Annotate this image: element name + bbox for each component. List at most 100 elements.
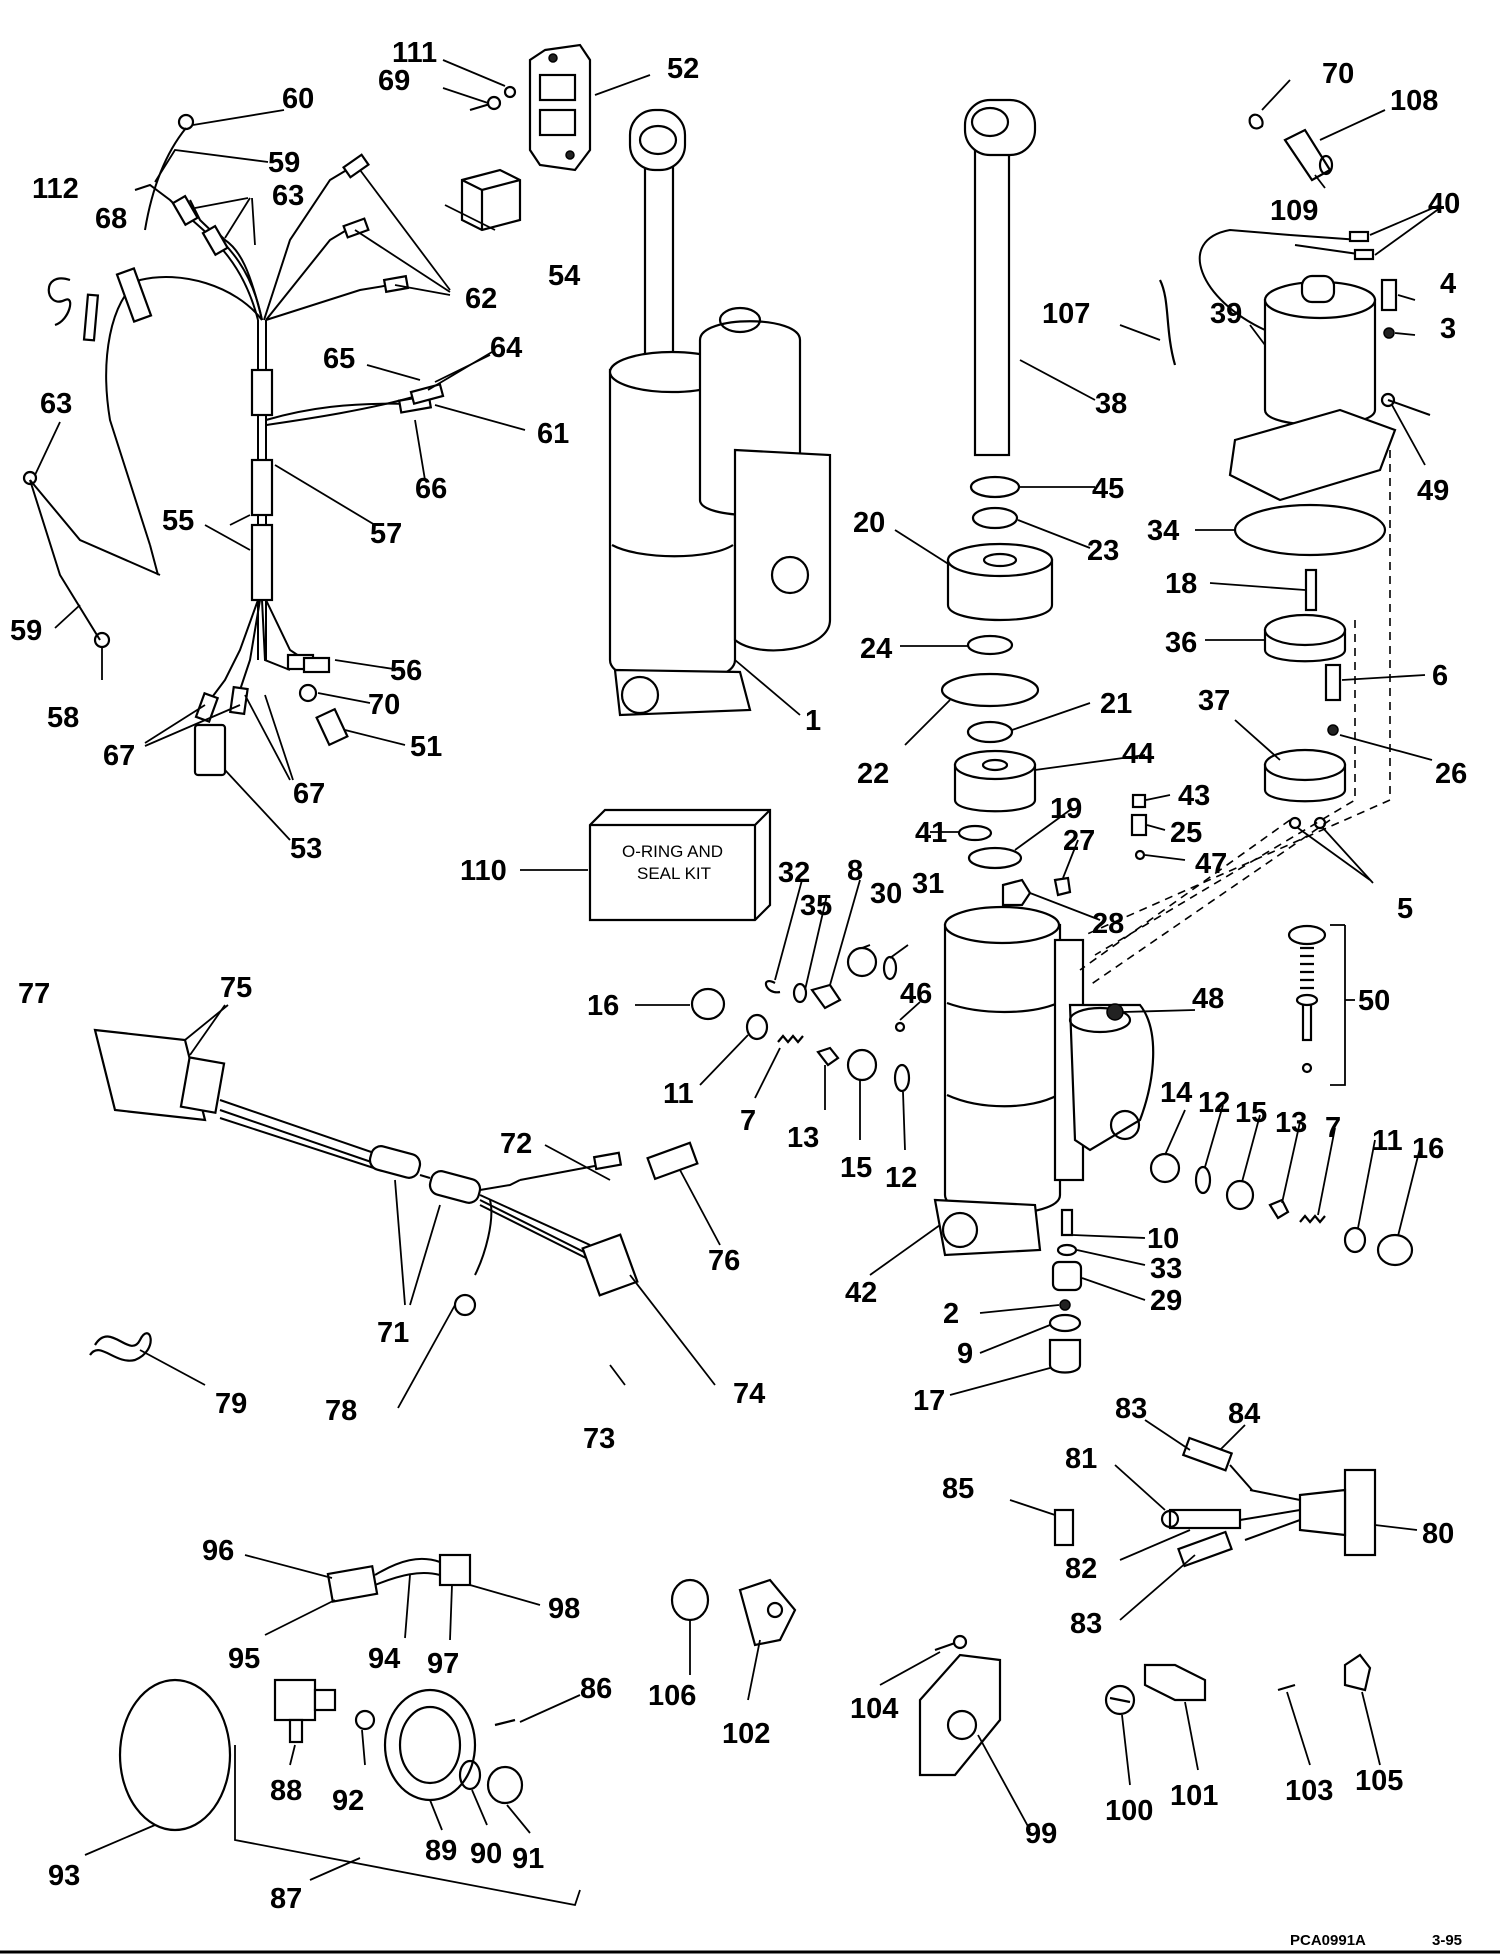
seat-part-15a: [846, 1048, 878, 1082]
screw-part-6: [1324, 663, 1342, 702]
filter-part-43: [1131, 793, 1147, 809]
callout-15: 15: [840, 1152, 872, 1184]
callout-39: 39: [1210, 298, 1242, 330]
callout-103: 103: [1285, 1775, 1333, 1807]
clip-part-79: [89, 1332, 152, 1362]
valve-part-25: [1130, 813, 1148, 837]
anode-part-99: [918, 1653, 1002, 1777]
callout-71: 71: [377, 1317, 409, 1349]
seal-kit-label-line2: SEAL KIT: [637, 864, 711, 883]
plug-part-16b: [1376, 1233, 1414, 1267]
callout-30: 30: [870, 878, 902, 910]
callout-70: 70: [368, 689, 400, 721]
callout-67: 67: [293, 778, 325, 810]
seal-part-45: [969, 475, 1021, 499]
valve-part-48: [1106, 1003, 1124, 1021]
ball-part-47: [1134, 849, 1146, 861]
callout-54: 54: [548, 260, 580, 292]
switch-harness-part-94: [326, 1553, 472, 1603]
fuse-part-68: [82, 293, 100, 342]
callout-102: 102: [722, 1718, 770, 1750]
callout-44: 44: [1122, 738, 1154, 770]
valve-part-10: [1060, 1208, 1074, 1237]
cap-part-70-top: [1248, 113, 1264, 130]
screw-part-86: [494, 1718, 516, 1727]
callout-7: 7: [740, 1105, 756, 1137]
callout-2: 2: [943, 1298, 959, 1330]
valve-part-13b: [1268, 1198, 1290, 1220]
callout-81: 81: [1065, 1443, 1097, 1475]
callout-4: 4: [1440, 268, 1456, 300]
connector-part-51: [315, 707, 349, 747]
o-ring-part-12a: [893, 1063, 911, 1093]
o-ring-part-11b: [1343, 1226, 1367, 1254]
seal-kit-label-line1: O-RING AND: [622, 842, 723, 861]
callout-76: 76: [708, 1245, 740, 1277]
spring-part-7b: [1299, 1214, 1326, 1224]
callout-46: 46: [900, 978, 932, 1010]
callout-36: 36: [1165, 627, 1197, 659]
callout-58: 58: [47, 702, 79, 734]
cover-part-93: [118, 1678, 232, 1832]
power-trim-tilt-assembly-part-1: [608, 108, 832, 717]
callout-66: 66: [415, 473, 447, 505]
terminal-part-82: [1160, 1508, 1242, 1530]
plug-part-30: [846, 946, 878, 978]
callout-73: 73: [583, 1423, 615, 1455]
washer-part-26: [1327, 724, 1339, 736]
callout-105: 105: [1355, 1765, 1403, 1797]
bracket-part-101: [1143, 1663, 1207, 1702]
callout-45: 45: [1092, 473, 1124, 505]
callout-50: 50: [1358, 985, 1390, 1017]
fitting-part-8: [810, 983, 842, 1010]
terminal-part-83b: [1177, 1530, 1233, 1568]
callout-22: 22: [857, 758, 889, 790]
callout-5: 5: [1397, 893, 1413, 925]
pin-part-18: [1304, 568, 1318, 612]
callout-55: 55: [162, 505, 194, 537]
callout-62: 62: [465, 283, 497, 315]
seal-part-21: [966, 720, 1014, 744]
callout-92: 92: [332, 1785, 364, 1817]
o-ring-part-5a: [1288, 816, 1302, 830]
callout-43: 43: [1178, 780, 1210, 812]
o-ring-part-109: [1318, 154, 1334, 176]
callout-79: 79: [215, 1388, 247, 1420]
seal-kit-box-part-110: [588, 808, 772, 922]
washer-part-111: [503, 85, 517, 99]
callout-59: 59: [268, 147, 300, 179]
callout-37: 37: [1198, 685, 1230, 717]
callout-94: 94: [368, 1643, 400, 1675]
pump-part-36: [1263, 613, 1347, 663]
callout-67: 67: [103, 740, 135, 772]
callout-18: 18: [1165, 568, 1197, 600]
callout-26: 26: [1435, 758, 1467, 790]
screw-part-103: [1277, 1683, 1296, 1692]
ring-terminal-part-78: [453, 1293, 477, 1317]
nut-part-28: [1001, 878, 1032, 907]
screw-part-100: [1104, 1684, 1136, 1716]
callout-97: 97: [427, 1648, 459, 1680]
callout-32: 32: [778, 857, 810, 889]
callout-70: 70: [1322, 58, 1354, 90]
callout-3: 3: [1440, 313, 1456, 345]
connector-part-76: [646, 1141, 699, 1181]
callout-65: 65: [323, 343, 355, 375]
callout-110: 110: [460, 855, 507, 887]
o-ring-part-11a: [745, 1013, 769, 1041]
callout-16: 16: [1412, 1133, 1444, 1165]
callout-38: 38: [1095, 388, 1127, 420]
callout-21: 21: [1100, 688, 1132, 720]
callout-29: 29: [1150, 1285, 1182, 1317]
nut-part-92: [354, 1709, 376, 1731]
terminal-part-49: [1380, 392, 1396, 408]
callout-78: 78: [325, 1395, 357, 1427]
callout-20: 20: [853, 507, 885, 539]
callout-14: 14: [1160, 1077, 1192, 1109]
plug-part-17: [1048, 1338, 1082, 1374]
callout-68: 68: [95, 203, 127, 235]
nut-part-90: [458, 1759, 482, 1791]
callout-100: 100: [1105, 1795, 1153, 1827]
valve-seat-part-29: [1051, 1260, 1083, 1292]
seat-part-14: [1149, 1152, 1181, 1184]
